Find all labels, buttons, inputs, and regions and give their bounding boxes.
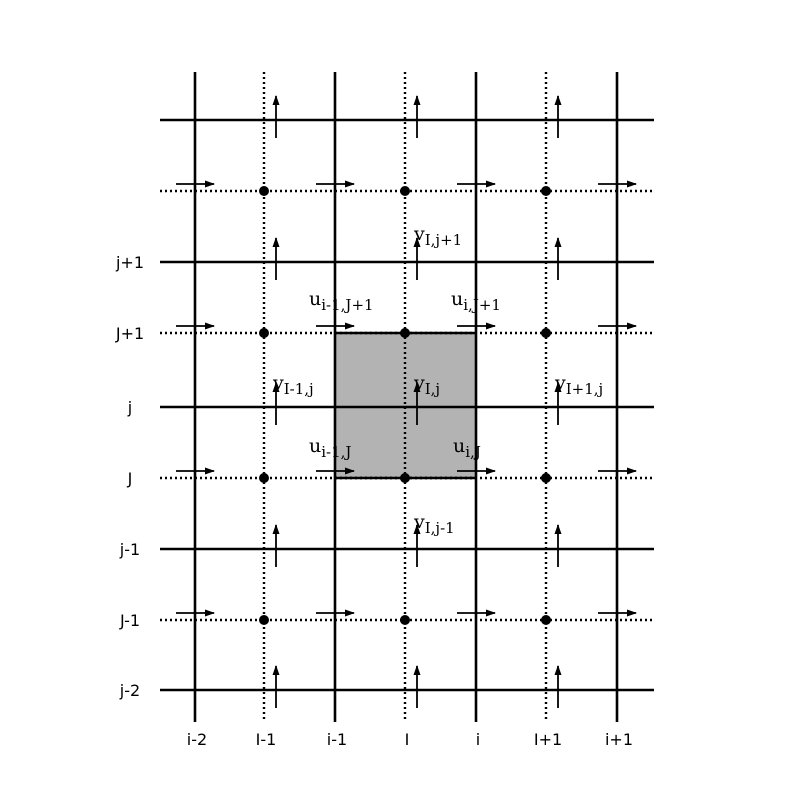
variable-label: vI,j-1 [413, 511, 455, 537]
pressure-node [400, 615, 410, 625]
x-axis-label: I-1 [256, 730, 277, 749]
y-axis-label: j [127, 398, 132, 417]
pressure-node [541, 186, 551, 196]
variable-label: vI+1,j [554, 372, 603, 398]
x-axis-label: i [476, 730, 480, 749]
x-axis-label: i-2 [187, 730, 207, 749]
x-axis-label: I [405, 730, 410, 749]
pressure-node [541, 473, 551, 483]
pressure-node [541, 328, 551, 338]
variable-label: ui-1,J+1 [309, 288, 374, 314]
variable-label: ui,J+1 [451, 288, 501, 314]
x-axis-label: i+1 [605, 730, 633, 749]
pressure-node [400, 186, 410, 196]
pressure-node [259, 473, 269, 483]
variable-label: vI,j+1 [413, 223, 462, 249]
variable-label: ui,J [453, 435, 481, 461]
y-axis-label: j-2 [119, 681, 140, 700]
y-axis-label: J [127, 469, 133, 488]
pressure-node [259, 328, 269, 338]
y-axis-label: J-1 [119, 611, 140, 630]
pressure-node [259, 615, 269, 625]
variable-label: ui-1,J [309, 435, 351, 461]
y-axis-label: j-1 [119, 540, 140, 559]
pressure-node [259, 186, 269, 196]
y-axis-label: j+1 [115, 253, 144, 272]
pressure-node [400, 328, 410, 338]
x-axis-label: I+1 [534, 730, 562, 749]
pressure-node [541, 615, 551, 625]
pressure-node [400, 473, 410, 483]
y-axis-label: J+1 [115, 324, 144, 343]
variable-label: vI,j [413, 372, 440, 398]
x-axis-label: i-1 [327, 730, 347, 749]
variable-label: vI-1,j [272, 372, 314, 398]
